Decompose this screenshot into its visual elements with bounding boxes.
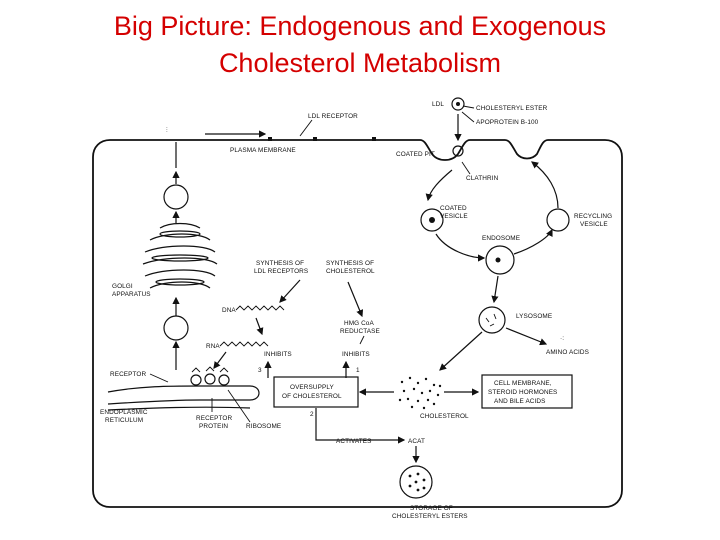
synth-receptors-arrow: [279, 279, 301, 303]
coated-vesicle-to-endosome-arrow: [435, 233, 486, 262]
apoprotein-label: APOPROTEIN B-100: [476, 119, 539, 126]
translation-arrow: [213, 351, 227, 369]
er-label-2: RETICULUM: [105, 417, 143, 424]
coated-pit-label: COATED PIT: [396, 151, 435, 158]
oversupply-box: [273, 376, 359, 408]
receptor-protein-label-2: PROTEIN: [199, 423, 228, 430]
step-number-2: 2: [310, 411, 314, 418]
synth-receptors-label-2: LDL RECEPTORS: [254, 268, 308, 275]
ldl-receptor-mark-3: [372, 137, 376, 141]
cell-membrane-label-3: AND BILE ACIDS: [494, 398, 545, 405]
ldl-receptor-label: LDL RECEPTOR: [308, 113, 358, 120]
dna-label: DNA: [222, 307, 236, 314]
golgi-apparatus: [142, 222, 218, 289]
internalization-arrow: [425, 169, 453, 202]
lysosome-contents: [485, 313, 497, 327]
title-line-2: Cholesterol Metabolism: [218, 48, 502, 78]
lysosome-to-amino-acids-arrow: [505, 327, 548, 346]
storage-droplet-contents: [408, 472, 426, 492]
cell-membrane-label-2: STEROID HORMONES: [488, 389, 557, 396]
endosome: [485, 245, 515, 275]
ldl-label: LDL: [432, 101, 444, 108]
ldl-receptor-pointer: [299, 119, 313, 137]
acat-label: ACAT: [408, 438, 425, 445]
activates-path: [315, 408, 406, 444]
cell-membrane-label-1: CELL MEMBRANE,: [494, 380, 552, 387]
ribosome-pointer: [227, 389, 251, 423]
golgi-label-2: APPARATUS: [112, 291, 151, 298]
synth-cholesterol-label-2: CHOLESTEROL: [326, 268, 375, 275]
er-label-1: ENDOPLASMIC: [100, 409, 148, 416]
hmg-label-2: REDUCTASE: [340, 328, 380, 335]
recycling-to-membrane-arrow: [531, 161, 559, 209]
cholesteryl-ester-label: CHOLESTERYL ESTER: [476, 105, 548, 112]
cholesteryl-ester-pointer: [462, 105, 475, 109]
hmg-tick: [359, 335, 365, 345]
rna-strand: [219, 341, 269, 347]
apoprotein-pointer: [461, 111, 475, 123]
dna-strand: [235, 305, 285, 311]
oversupply-label-2: OF CHOLESTEROL: [282, 393, 342, 400]
storage-label-2: CHOLESTERYL ESTERS: [392, 513, 468, 520]
hmg-label-1: HMG CoA: [344, 320, 374, 327]
ribosome-label: RIBOSOME: [246, 423, 281, 430]
clathrin-pointer: [461, 161, 471, 175]
plasma-membrane-label: PLASMA MEMBRANE: [230, 147, 296, 154]
activates-label: ACTIVATES: [336, 438, 371, 445]
endosome-to-recycling-arrow: [513, 228, 553, 255]
ribosomes: [190, 366, 230, 386]
ldl-receptor-mark-1: [268, 137, 272, 141]
synth-cholesterol-arrow: [347, 281, 364, 318]
lysosome-to-cholesterol-arrow: [439, 331, 483, 371]
recycling-vesicle-label-1: RECYCLING: [574, 213, 612, 220]
storage-label-1: STORAGE OF: [410, 505, 453, 512]
receptor-label: RECEPTOR: [110, 371, 146, 378]
coated-pit-particle: [452, 145, 464, 157]
cholesterol-pool: [398, 376, 442, 410]
endosome-to-lysosome-arrow: [491, 275, 499, 304]
transport-vesicle-top: [163, 184, 189, 210]
clathrin-label: CLATHRIN: [466, 175, 499, 182]
lysosome: [478, 306, 506, 334]
recycling-vesicle-label-2: VESICLE: [580, 221, 608, 228]
lysosome-label: LYSOSOME: [516, 313, 552, 320]
step-number-3: 3: [258, 367, 262, 374]
cholesterol-label: CHOLESTEROL: [420, 413, 469, 420]
receptor-marker: ⫶: [166, 127, 168, 134]
endosome-core: [495, 257, 501, 263]
synth-receptors-label-1: SYNTHESIS OF: [256, 260, 304, 267]
storage-droplet: [399, 465, 433, 499]
ldl-particle-core: [456, 102, 460, 106]
cell-membrane-box: [481, 374, 573, 409]
rna-label: RNA: [206, 343, 220, 350]
step-number-1: 1: [356, 367, 360, 374]
inhibits-label-2: INHIBITS: [342, 351, 370, 358]
recycling-vesicle: [546, 208, 570, 232]
synth-cholesterol-label-1: SYNTHESIS OF: [326, 260, 374, 267]
receptor-pointer: [149, 373, 169, 383]
page-title: Big Picture: Endogenous and Exogenous Ch…: [0, 8, 720, 82]
amino-acid-dots: ·:: [560, 335, 564, 342]
coated-vesicle: [420, 208, 444, 232]
receptor-protein-label-1: RECEPTOR: [196, 415, 232, 422]
transport-vesicle-bottom: [163, 315, 189, 341]
plasma-membrane-outline: [92, 139, 623, 508]
coated-vesicle-core: [429, 217, 435, 223]
oversupply-label-1: OVERSUPPLY: [290, 384, 334, 391]
golgi-label-1: GOLGI: [112, 283, 133, 290]
transcription-arrow: [255, 317, 264, 336]
ldl-particle: [451, 97, 465, 111]
endosome-label: ENDOSOME: [482, 235, 520, 242]
inhibits-label-1: INHIBITS: [264, 351, 292, 358]
endoplasmic-reticulum: [107, 385, 260, 411]
coated-vesicle-label-2: VESICLE: [440, 213, 468, 220]
title-line-1: Big Picture: Endogenous and Exogenous: [113, 11, 607, 41]
ldl-receptor-mark-2: [313, 137, 317, 141]
coated-vesicle-label-1: COATED: [440, 205, 467, 212]
amino-acids-label: AMINO ACIDS: [546, 349, 589, 356]
